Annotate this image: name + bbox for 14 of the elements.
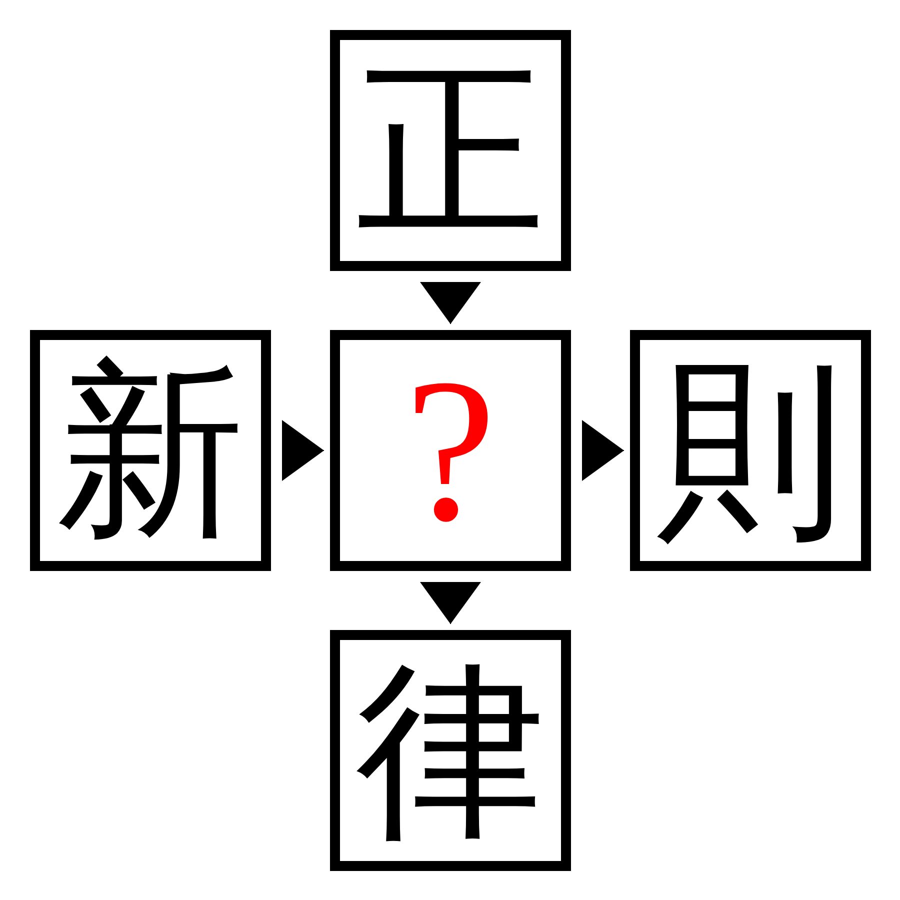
arrow	[282, 420, 324, 481]
kanji-character: 則	[656, 356, 846, 546]
question-mark: ?	[405, 348, 496, 553]
character-box	[330, 630, 571, 871]
arrow	[582, 420, 624, 481]
character-box	[330, 30, 571, 271]
character-box	[30, 330, 271, 571]
character-box	[630, 330, 871, 571]
arrow	[420, 582, 481, 624]
arrow	[420, 282, 481, 324]
kanji-character: 新	[56, 356, 246, 546]
kanji-character: 律	[356, 656, 546, 846]
kanji-character: 正	[356, 56, 546, 246]
character-box	[330, 330, 571, 571]
